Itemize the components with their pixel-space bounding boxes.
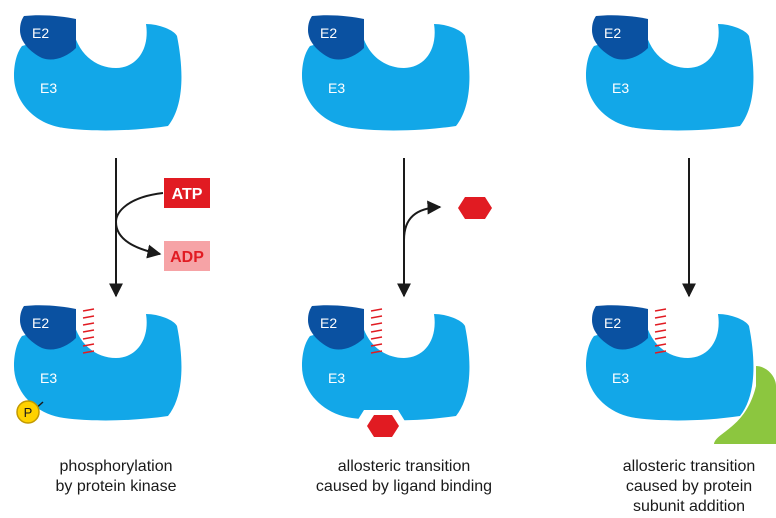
adp-box bbox=[164, 241, 210, 271]
added-protein-subunit bbox=[714, 366, 776, 444]
e3-label: E3 bbox=[328, 80, 345, 96]
e2-label: E2 bbox=[32, 315, 49, 331]
caption-panel-2: allosteric transition caused by ligand b… bbox=[289, 457, 519, 497]
atp-to-adp-curve bbox=[114, 192, 164, 259]
e2-label: E2 bbox=[320, 315, 337, 331]
panel-1-before: E2 E3 bbox=[14, 15, 182, 131]
panel-2-before: E2 E3 bbox=[302, 15, 470, 131]
e3-label: E3 bbox=[612, 80, 629, 96]
adp-label: ADP bbox=[170, 249, 204, 266]
conformation-change-ticks bbox=[370, 308, 383, 354]
caption-panel-3: allosteric transition caused by protein … bbox=[574, 457, 776, 517]
e2-label: E2 bbox=[604, 315, 621, 331]
caption-line: allosteric transition bbox=[622, 458, 756, 475]
e2-label: E2 bbox=[320, 25, 337, 41]
bound-ligand bbox=[367, 415, 399, 437]
atp-label: ATP bbox=[172, 186, 203, 203]
panel-2-after: E2 E3 bbox=[302, 305, 470, 437]
caption-line: phosphorylation bbox=[59, 458, 173, 475]
panel-3-before: E2 E3 bbox=[586, 15, 754, 131]
phosphate-group bbox=[16, 400, 40, 424]
conformation-change-ticks bbox=[654, 308, 667, 354]
free-ligand bbox=[458, 197, 492, 219]
caption-line: caused by ligand binding bbox=[315, 478, 493, 495]
caption-panel-1: phosphorylation by protein kinase bbox=[1, 457, 231, 497]
caption-line: allosteric transition bbox=[337, 458, 471, 475]
caption-line: caused by protein bbox=[625, 478, 753, 495]
phosphate-label: P bbox=[24, 405, 33, 420]
e3-label: E3 bbox=[40, 80, 57, 96]
conformation-change-ticks bbox=[82, 308, 95, 354]
e3-label: E3 bbox=[612, 370, 629, 386]
caption-line: subunit addition bbox=[632, 498, 746, 515]
e2-label: E2 bbox=[32, 25, 49, 41]
e2-label: E2 bbox=[604, 25, 621, 41]
atp-box bbox=[164, 178, 210, 208]
panel-1-after: E2 E3 P bbox=[14, 305, 182, 424]
e3-label: E3 bbox=[328, 370, 345, 386]
e3-label: E3 bbox=[40, 370, 57, 386]
ligand-binding-curve bbox=[403, 200, 442, 241]
panel-3-after: E2 E3 bbox=[586, 305, 776, 444]
caption-line: by protein kinase bbox=[55, 478, 177, 495]
